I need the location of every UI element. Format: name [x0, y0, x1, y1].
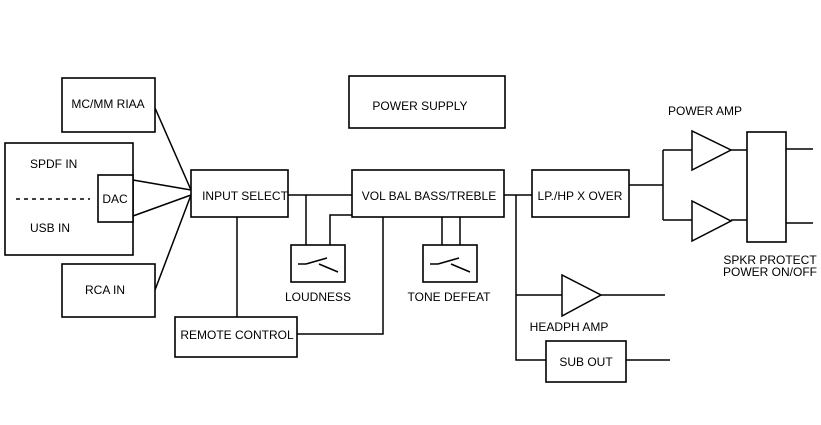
- remote-control-label: REMOTE CONTROL: [180, 328, 294, 342]
- loudness-label: LOUDNESS: [285, 290, 351, 304]
- dac-block: DAC: [97, 174, 134, 223]
- tone-defeat-switch: TONE DEFEAT: [408, 244, 492, 304]
- power-amp-upper-triangle: [691, 129, 733, 172]
- sub-out-block: SUB OUT: [545, 340, 627, 383]
- sub-out-label: SUB OUT: [559, 355, 613, 369]
- power-on-off-label: POWER ON/OFF: [723, 265, 817, 279]
- headphone-amp-triangle: [561, 273, 603, 318]
- power-amp-label: POWER AMP: [668, 104, 742, 118]
- remote-control-block: REMOTE CONTROL: [174, 316, 298, 358]
- dac-label: DAC: [102, 192, 128, 206]
- headphone-amp: HEADPH AMP: [530, 273, 609, 334]
- connection-wires: [132, 107, 813, 361]
- speaker-protect-block: SPKR PROTECT POWER ON/OFF: [723, 131, 817, 279]
- power-supply-block: POWER SUPPLY: [348, 75, 506, 129]
- mc-mm-riaa-label: MC/MM RIAA: [71, 97, 144, 111]
- power-amp-lower-triangle: [691, 199, 733, 243]
- spdf-in-label: SPDF IN: [30, 157, 77, 171]
- vol-bal-label: VOL BAL BASS/TREBLE: [362, 189, 497, 203]
- lp-hp-xover-label: LP./HP X OVER: [538, 189, 623, 203]
- input-select-block: INPUT SELECT: [190, 169, 289, 218]
- switch-contact: [318, 263, 339, 273]
- rca-in-label: RCA IN: [85, 283, 125, 297]
- lp-hp-xover-block: LP./HP X OVER: [531, 169, 630, 218]
- rca-in-block: RCA IN: [61, 263, 156, 318]
- loudness-switch: LOUDNESS: [285, 244, 351, 304]
- input-select-label: INPUT SELECT: [202, 189, 288, 203]
- spkr-protect-label: SPKR PROTECT: [723, 253, 817, 267]
- headph-amp-label: HEADPH AMP: [530, 320, 609, 334]
- power-amp-group: POWER AMP: [668, 104, 742, 243]
- power-supply-label: POWER SUPPLY: [372, 99, 467, 113]
- vol-bal-block: VOL BAL BASS/TREBLE: [351, 169, 505, 218]
- tone-defeat-label: TONE DEFEAT: [408, 290, 492, 304]
- mc-mm-riaa-block: MC/MM RIAA: [61, 77, 156, 133]
- usb-in-label: USB IN: [30, 221, 70, 235]
